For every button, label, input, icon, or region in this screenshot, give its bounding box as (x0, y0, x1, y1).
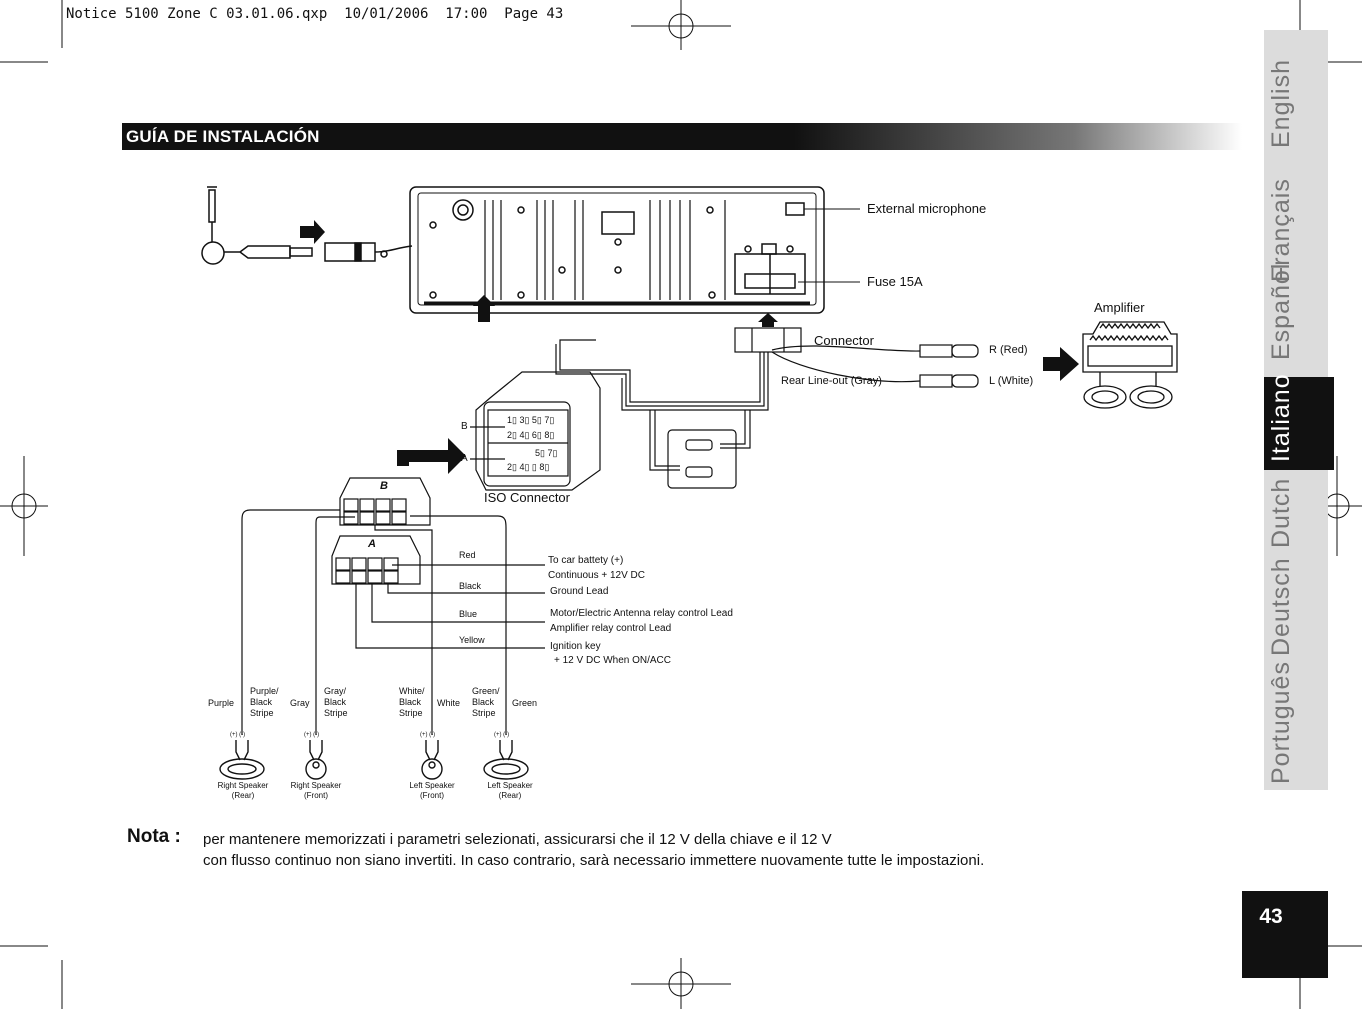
head-unit (409, 186, 860, 314)
left-rear-speaker-label: Left Speaker (Rear) (487, 781, 533, 800)
wire-purple-label: Purple (208, 698, 235, 708)
tab-espanol[interactable]: Español (1267, 262, 1295, 360)
left-front-speaker-label: Left Speaker (Front) (409, 781, 455, 800)
l-white-label: L (White) (989, 375, 1034, 387)
note-line-2: con flusso continuo non siano invertiti.… (203, 852, 985, 869)
wire-green-black-label: Green/ Black Stripe (472, 686, 500, 718)
external-microphone-label: External microphone (867, 201, 987, 216)
ignition-key-label: Ignition key (550, 641, 601, 652)
page-title: GUÍA DE INSTALACIÓN (126, 127, 320, 146)
amplifier (1082, 321, 1178, 409)
iso-pins-a-bottom: 2▯ 4▯ ▯ 8▯ (507, 462, 550, 472)
iso-connector-label: ISO Connector (484, 490, 570, 505)
connector-label: Connector (814, 333, 874, 348)
connector-cabling (470, 327, 979, 491)
battery-continuous-label: Continuous + 12V DC (548, 570, 646, 581)
ground-lead-label: Ground Lead (550, 586, 609, 597)
battery-lead-label: To car battety (+) (548, 555, 624, 566)
print-slug: Notice 5100 Zone C 03.01.06.qxp 10/01/20… (66, 6, 564, 22)
antenna-lead-label: Motor/Electric Antenna relay control Lea… (550, 608, 733, 619)
polarity-right-rear: (+) (-) (230, 732, 246, 738)
header-bar (122, 123, 1242, 150)
polarity-right-front: (+) (-) (304, 732, 320, 738)
fuse-label: Fuse 15A (867, 274, 923, 289)
wire-gray-label: Gray (290, 698, 310, 708)
ignition-voltage-label: + 12 V DC When ON/ACC (554, 655, 671, 666)
wire-red-label: Red (459, 550, 476, 560)
active-tab-background (1264, 377, 1334, 470)
wire-blue-label: Blue (459, 609, 478, 619)
iso-pins-b-bottom: 2▯ 4▯ 6▯ 8▯ (507, 430, 555, 440)
page-number: 43 (1259, 905, 1283, 928)
plug-b-label: B (380, 480, 388, 492)
note-text: per mantenere memorizzati i parametri se… (203, 829, 984, 871)
tab-portugues[interactable]: Português (1267, 661, 1295, 784)
tab-italiano[interactable]: Italiano (1267, 373, 1295, 462)
polarity-left-front: (+) (-) (420, 732, 436, 738)
note-label: Nota : (127, 826, 181, 847)
iso-pins-b-top: 1▯ 3▯ 5▯ 7▯ (507, 415, 555, 425)
tab-deutsch[interactable]: Deutsch (1267, 557, 1295, 656)
right-rear-speaker-label: Right Speaker (Rear) (217, 781, 269, 800)
wire-black-label: Black (459, 581, 482, 591)
wire-purple-black-label: Purple/ Black Stripe (250, 686, 279, 718)
wire-white-black-label: White/ Black Stripe (399, 686, 425, 718)
iso-block-a-label: A (461, 453, 468, 464)
amplifier-label: Amplifier (1094, 300, 1145, 315)
wire-yellow-label: Yellow (459, 635, 485, 645)
speakers (219, 740, 529, 780)
iso-pins-a-top: 5▯ 7▯ (535, 448, 558, 458)
tab-dutch[interactable]: Dutch (1267, 477, 1295, 548)
note-line-1: per mantenere memorizzati i parametri se… (203, 831, 832, 848)
iso-block-b-label: B (461, 421, 468, 432)
wire-white-label: White (437, 698, 461, 708)
plug-a-label: A (368, 538, 376, 550)
page-number-box (1242, 891, 1328, 978)
r-red-label: R (Red) (989, 344, 1028, 356)
right-front-speaker-label: Right Speaker (Front) (290, 781, 342, 800)
wire-gray-black-label: Gray/ Black Stripe (324, 686, 348, 718)
wire-green-label: Green (512, 698, 538, 708)
tab-english[interactable]: English (1267, 59, 1295, 148)
polarity-left-rear: (+) (-) (494, 732, 510, 738)
microphone (201, 186, 413, 265)
rear-line-out-label: Rear Line-out (Gray) (781, 375, 882, 387)
amplifier-relay-label: Amplifier relay control Lead (550, 623, 672, 634)
iso-harness-plugs (241, 477, 545, 735)
